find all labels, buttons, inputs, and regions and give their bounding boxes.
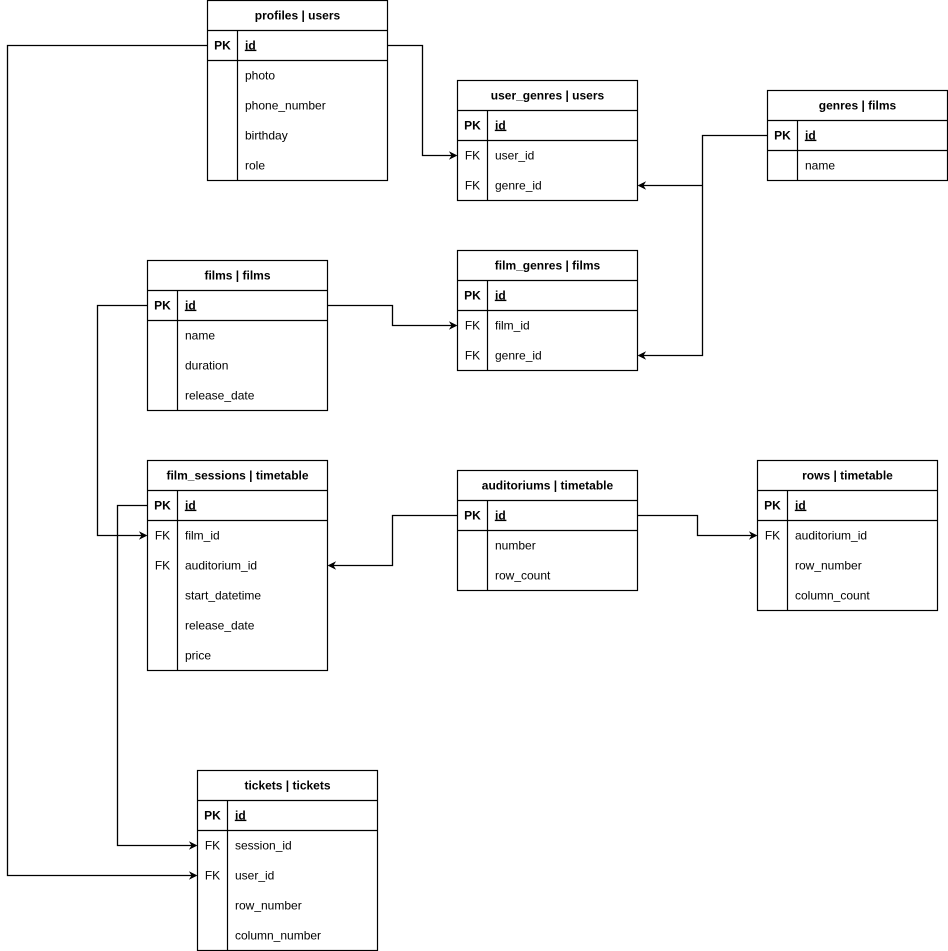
svg-text:id: id (235, 809, 246, 823)
svg-text:row_number: row_number (235, 899, 302, 913)
svg-text:user_genres | users: user_genres | users (491, 89, 605, 103)
svg-text:tickets | tickets: tickets | tickets (244, 779, 330, 793)
svg-text:row_number: row_number (795, 559, 862, 573)
svg-text:FK: FK (155, 529, 170, 543)
svg-text:id: id (795, 499, 806, 513)
svg-text:profiles | users: profiles | users (255, 9, 341, 23)
svg-text:release_date: release_date (185, 389, 255, 403)
svg-text:name: name (805, 159, 835, 173)
svg-text:id: id (245, 39, 256, 53)
svg-text:role: role (245, 159, 265, 173)
svg-text:film_sessions | timetable: film_sessions | timetable (166, 469, 308, 483)
svg-text:FK: FK (465, 349, 480, 363)
svg-text:column_number: column_number (235, 929, 321, 943)
svg-text:auditorium_id: auditorium_id (795, 529, 867, 543)
svg-text:PK: PK (154, 499, 171, 513)
svg-text:id: id (185, 499, 196, 513)
svg-text:PK: PK (464, 289, 481, 303)
svg-text:FK: FK (465, 149, 480, 163)
svg-text:films | films: films | films (204, 269, 270, 283)
svg-text:rows | timetable: rows | timetable (802, 469, 893, 483)
svg-text:FK: FK (765, 529, 780, 543)
svg-text:FK: FK (465, 179, 480, 193)
svg-text:id: id (495, 119, 506, 133)
svg-text:PK: PK (214, 39, 231, 53)
svg-text:auditoriums | timetable: auditoriums | timetable (482, 479, 614, 493)
svg-text:start_datetime: start_datetime (185, 589, 261, 603)
svg-text:FK: FK (465, 319, 480, 333)
svg-text:film_genres | films: film_genres | films (495, 259, 601, 273)
svg-text:release_date: release_date (185, 619, 255, 633)
svg-text:PK: PK (764, 499, 781, 513)
svg-text:name: name (185, 329, 215, 343)
svg-text:PK: PK (464, 509, 481, 523)
svg-text:PK: PK (154, 299, 171, 313)
svg-text:user_id: user_id (235, 869, 274, 883)
svg-text:birthday: birthday (245, 129, 288, 143)
svg-text:film_id: film_id (185, 529, 220, 543)
svg-text:FK: FK (155, 559, 170, 573)
svg-text:genre_id: genre_id (495, 349, 542, 363)
svg-text:FK: FK (205, 839, 220, 853)
svg-text:session_id: session_id (235, 839, 292, 853)
svg-text:PK: PK (774, 129, 791, 143)
svg-text:PK: PK (204, 809, 221, 823)
svg-text:user_id: user_id (495, 149, 534, 163)
svg-text:genre_id: genre_id (495, 179, 542, 193)
svg-text:column_count: column_count (795, 589, 870, 603)
svg-text:id: id (495, 509, 506, 523)
svg-text:PK: PK (464, 119, 481, 133)
svg-text:duration: duration (185, 359, 228, 373)
svg-text:film_id: film_id (495, 319, 530, 333)
svg-text:FK: FK (205, 869, 220, 883)
svg-text:id: id (185, 299, 196, 313)
svg-text:phone_number: phone_number (245, 99, 326, 113)
svg-text:id: id (495, 289, 506, 303)
svg-text:genres | films: genres | films (819, 99, 897, 113)
svg-text:price: price (185, 649, 211, 663)
svg-text:auditorium_id: auditorium_id (185, 559, 257, 573)
svg-text:id: id (805, 129, 816, 143)
svg-text:row_count: row_count (495, 569, 551, 583)
svg-text:photo: photo (245, 69, 275, 83)
svg-text:number: number (495, 539, 536, 553)
